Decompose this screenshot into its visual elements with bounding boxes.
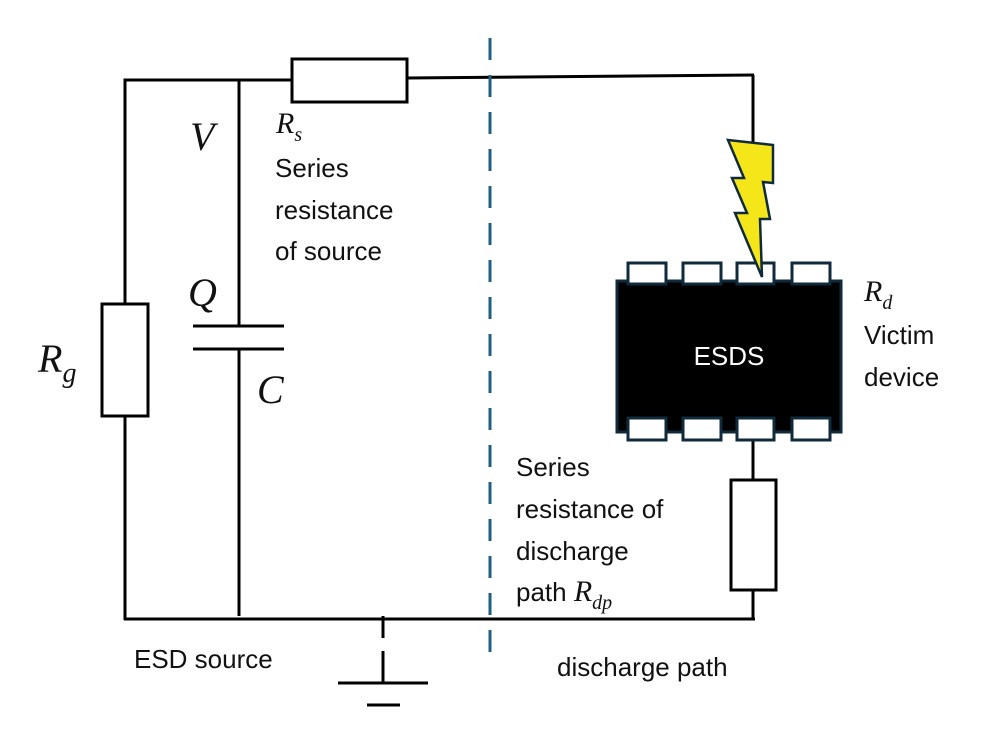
resistor-rs (290, 57, 409, 104)
rs-desc-1: Series (275, 153, 349, 183)
label-rs: Rs (275, 107, 302, 146)
esd-source-label: ESD source (134, 644, 273, 674)
rs-desc-3: of source (275, 236, 382, 266)
rdp-desc-4: path Rdp (516, 575, 612, 614)
lightning-bolt-icon (726, 138, 775, 278)
chip-label: ESDS (694, 341, 765, 371)
rd-desc-2: device (864, 362, 939, 392)
esds-chip (615, 261, 843, 442)
resistor-rg (100, 302, 150, 418)
rdp-desc-1: Series (516, 452, 590, 482)
label-q: Q (188, 270, 217, 315)
top-wire-left (123, 78, 292, 307)
discharge-path-label: discharge path (557, 652, 728, 682)
ground-symbol-icon (338, 616, 428, 707)
rd-desc-1: Victim (864, 320, 934, 350)
resistor-rdp (729, 478, 778, 592)
label-v: V (190, 114, 219, 159)
label-c: C (257, 367, 285, 412)
rdp-desc-3: discharge (516, 536, 629, 566)
rs-desc-2: resistance (275, 195, 394, 225)
label-rd: Rd (863, 275, 893, 314)
label-rg: Rg (37, 336, 76, 389)
rdp-desc-2: resistance of (516, 494, 664, 524)
top-wire-right (406, 73, 755, 80)
